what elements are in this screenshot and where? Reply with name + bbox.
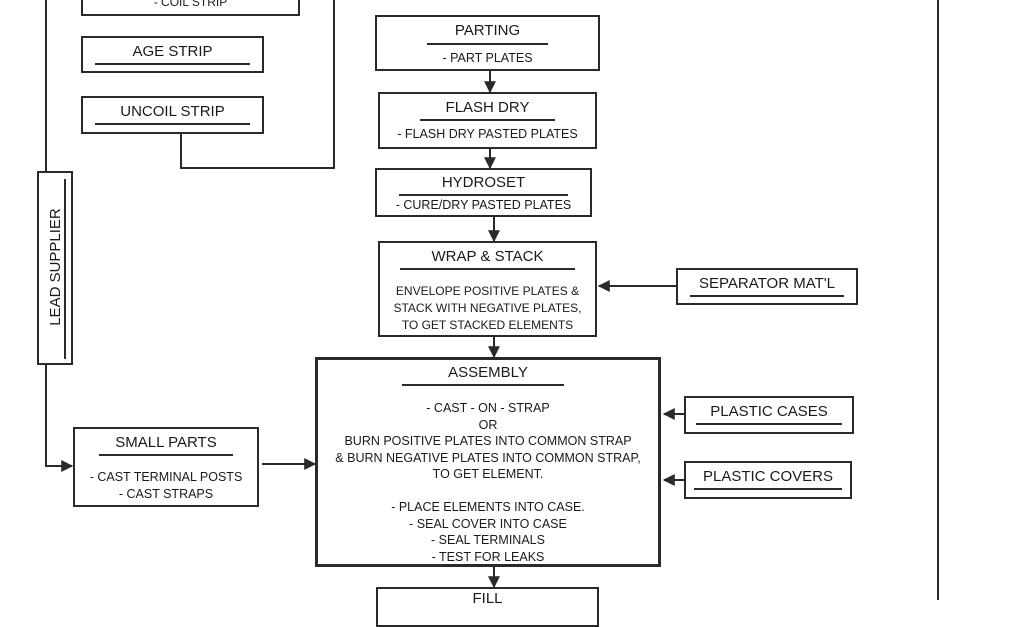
small-parts-body: - CAST TERMINAL POSTS - CAST STRAPS — [89, 470, 243, 501]
separator-box: SEPARATOR MAT'L — [676, 268, 858, 305]
age-strip-underline — [95, 63, 250, 65]
fill-box: FILL — [376, 587, 599, 627]
flash-dry-box: FLASH DRY - FLASH DRY PASTED PLATES — [378, 92, 597, 149]
flash-dry-underline — [420, 119, 555, 121]
parting-body: - PART PLATES — [442, 51, 533, 65]
small-parts-title: SMALL PARTS — [115, 434, 217, 451]
flash-dry-body: - FLASH DRY PASTED PLATES — [397, 127, 578, 141]
coil-strip-box: - COIL STRIP — [81, 0, 300, 16]
hydroset-body: - CURE/DRY PASTED PLATES — [395, 198, 572, 212]
assembly-underline — [402, 384, 564, 386]
small-parts-box: SMALL PARTS - CAST TERMINAL POSTS - CAST… — [73, 427, 259, 507]
hydroset-title: HYDROSET — [441, 174, 526, 191]
fill-title: FILL — [472, 590, 503, 607]
uncoil-strip-box: UNCOIL STRIP — [81, 96, 264, 134]
plastic-cases-underline — [696, 423, 842, 425]
plastic-cases-title: PLASTIC CASES — [710, 403, 828, 420]
assembly-title: ASSEMBLY — [448, 364, 528, 381]
plastic-covers-box: PLASTIC COVERS — [684, 461, 852, 499]
lead-supplier-line-bottom — [45, 364, 74, 472]
parting-box: PARTING - PART PLATES — [375, 15, 600, 71]
small-parts-underline — [99, 454, 233, 456]
lead-supplier-label: LEAD SUPPLIER — [47, 208, 64, 326]
separator-underline — [690, 295, 844, 297]
parting-underline — [427, 43, 548, 45]
parting-title: PARTING — [454, 22, 521, 39]
assembly-box: ASSEMBLY - CAST - ON - STRAP OR BURN POS… — [315, 357, 661, 567]
wrap-stack-title: WRAP & STACK — [431, 248, 544, 265]
uncoil-strip-title: UNCOIL STRIP — [120, 103, 225, 120]
plastic-covers-title: PLASTIC COVERS — [702, 468, 834, 485]
separator-title: SEPARATOR MAT'L — [699, 275, 835, 292]
wrap-stack-body: ENVELOPE POSITIVE PLATES & STACK WITH NE… — [393, 284, 582, 332]
wrap-stack-box: WRAP & STACK ENVELOPE POSITIVE PLATES & … — [378, 241, 597, 337]
plastic-cases-box: PLASTIC CASES — [684, 396, 854, 434]
age-strip-title: AGE STRIP — [132, 43, 213, 60]
uncoil-return-line — [180, 0, 335, 169]
hydroset-box: HYDROSET - CURE/DRY PASTED PLATES — [375, 168, 592, 217]
coil-strip-body: - COIL STRIP — [153, 0, 228, 9]
hydroset-underline — [399, 194, 568, 196]
lead-supplier-underline — [64, 179, 66, 359]
flash-dry-title: FLASH DRY — [445, 99, 530, 116]
uncoil-strip-underline — [95, 123, 250, 125]
wrap-stack-underline — [400, 268, 575, 270]
age-strip-box: AGE STRIP — [81, 36, 264, 73]
lead-supplier-box: LEAD SUPPLIER — [37, 171, 73, 365]
assembly-body: - CAST - ON - STRAP OR BURN POSITIVE PLA… — [335, 401, 641, 564]
plastic-covers-underline — [694, 488, 842, 490]
